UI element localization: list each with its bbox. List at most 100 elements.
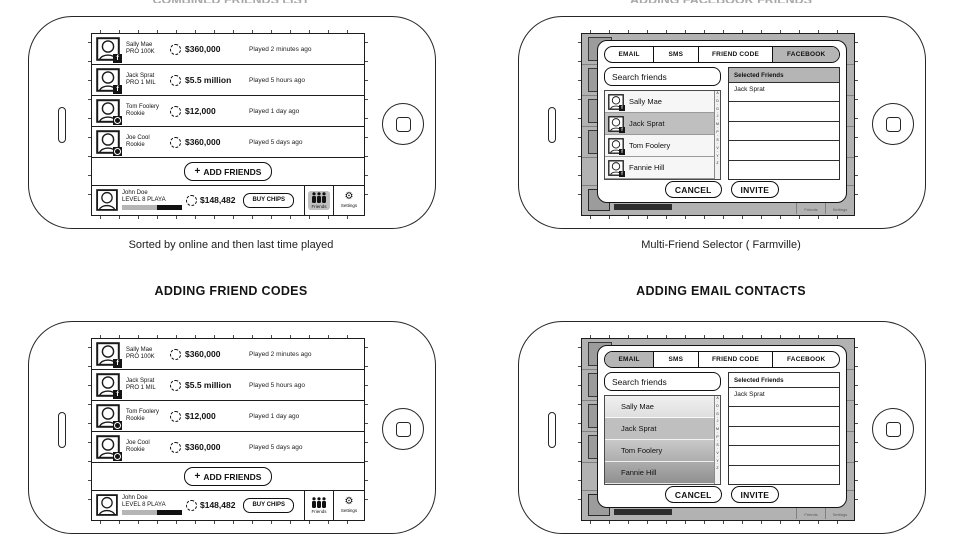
volume-button[interactable]: [58, 107, 66, 143]
facebook-badge-icon: f: [113, 54, 122, 63]
friend-rank: Rookie: [126, 142, 145, 148]
ruler-ticks: [100, 335, 356, 338]
buy-chips-button[interactable]: BUY CHIPS: [243, 497, 295, 513]
friend-name: Sally Mae: [126, 41, 153, 48]
picker-row-selected[interactable]: Jack Sprat: [605, 418, 714, 440]
cancel-button[interactable]: CANCEL: [664, 486, 722, 503]
user-chip-balance: $148,482: [200, 500, 236, 511]
picker-row[interactable]: Fannie Hill: [605, 462, 714, 484]
facebook-badge-icon: f: [619, 104, 625, 111]
buy-chips-button[interactable]: BUY CHIPS: [243, 192, 295, 208]
search-friends-input[interactable]: Search friends: [604, 67, 721, 86]
picker-row[interactable]: Sally Mae: [605, 396, 714, 418]
avatar: [96, 99, 122, 125]
selected-friends-panel: Selected Friends Jack Sprat: [728, 67, 840, 180]
settings-tab[interactable]: ⚙ Settings: [333, 491, 364, 520]
alphabet-index[interactable]: A · D · G · J · M · P · S · V · Y · Z: [714, 91, 720, 179]
avatar: [96, 130, 122, 156]
avatar: f: [608, 137, 625, 155]
home-button[interactable]: [872, 103, 914, 145]
volume-button[interactable]: [548, 412, 556, 448]
chip-icon: [170, 379, 181, 391]
invite-friends-screen: Friends Settings EMAIL SMS FRIEND CODE F…: [578, 30, 858, 219]
volume-button[interactable]: [58, 412, 66, 448]
friend-name: Jack Sprat: [126, 72, 155, 79]
ruler-ticks: [590, 216, 846, 219]
section-title-clipped: COMBINED FRIENDS LIST: [28, 0, 434, 3]
ruler-ticks: [365, 347, 368, 512]
facebook-badge-icon: f: [619, 170, 625, 177]
add-friends-button[interactable]: + ADD FRIENDS: [183, 467, 273, 486]
picker-row[interactable]: f Tom Foolery: [605, 135, 714, 157]
ruler-ticks: [855, 347, 858, 512]
chip-icon: [186, 194, 197, 206]
user-level: LEVEL 8 PLAYA: [122, 197, 166, 204]
picker-row[interactable]: Tom Foolery: [605, 440, 714, 462]
picker-row[interactable]: f Sally Mae: [605, 91, 714, 113]
friends-tab[interactable]: Friends: [304, 186, 333, 215]
home-button[interactable]: [872, 408, 914, 450]
ruler-ticks: [590, 335, 846, 338]
tab-sms[interactable]: SMS: [654, 47, 699, 62]
selected-friend-row[interactable]: Jack Sprat: [729, 83, 839, 103]
alphabet-index[interactable]: A · D · G · J · M · P · S · V · Y · Z: [714, 396, 720, 484]
friend-rank: Rookie: [126, 416, 145, 422]
gear-icon: ⚙: [344, 191, 354, 203]
facebook-badge-icon: f: [113, 390, 122, 399]
ruler-ticks: [365, 42, 368, 207]
home-button[interactable]: [382, 103, 424, 145]
empty-selected-row: [729, 102, 839, 122]
tab-friend-code[interactable]: FRIEND CODE: [699, 47, 774, 62]
friend-name: Joe Cool: [126, 439, 150, 446]
facebook-badge-icon: f: [619, 148, 625, 155]
volume-button[interactable]: [548, 107, 556, 143]
home-button-square: [395, 116, 411, 132]
tab-email[interactable]: EMAIL: [605, 352, 655, 367]
selected-friend-row[interactable]: Jack Sprat: [729, 388, 839, 408]
quadrant-adding-email-contacts: ADDING EMAIL CONTACTS Friends Set: [480, 270, 960, 540]
caption: Multi-Friend Selector ( Farmville): [641, 239, 801, 251]
invite-button[interactable]: INVITE: [730, 486, 780, 503]
avatar: f: [608, 159, 625, 177]
multi-friend-selector-modal: EMAIL SMS FRIEND CODE FACEBOOK Search fr…: [597, 345, 847, 508]
caption: Sorted by online and then last time play…: [128, 239, 334, 251]
xp-progress-bar: [122, 205, 182, 211]
tab-facebook[interactable]: FACEBOOK: [773, 47, 839, 62]
friend-rank: PRO 1 MIL: [126, 385, 156, 391]
tab-facebook[interactable]: FACEBOOK: [787, 356, 826, 363]
tab-sms[interactable]: SMS: [654, 352, 699, 367]
cancel-button[interactable]: CANCEL: [664, 181, 722, 198]
chip-icon: [170, 348, 181, 360]
tab-friend-code[interactable]: FRIEND CODE: [699, 352, 774, 367]
chip-balance: $5.5 million: [185, 380, 232, 390]
search-friends-input[interactable]: Search friends: [604, 372, 721, 391]
last-played: Played 1 day ago: [249, 107, 300, 115]
home-button[interactable]: [382, 408, 424, 450]
picker-row[interactable]: f Fannie Hill: [605, 157, 714, 179]
chip-balance: $12,000: [185, 411, 216, 421]
friend-picker-list: Sally Mae Jack Sprat Tom Foolery Fannie …: [604, 395, 721, 485]
friends-tab[interactable]: Friends: [304, 491, 333, 520]
friend-rank: PRO 100K: [126, 354, 155, 360]
friend-rank: PRO 1 MIL: [126, 80, 156, 86]
invite-button[interactable]: INVITE: [730, 181, 780, 198]
picker-row-selected[interactable]: f Jack Sprat: [605, 113, 714, 135]
friend-picker-list: f Sally Mae f Jack Sprat f: [604, 90, 721, 180]
quadrant-facebook-selector: ADDING FACEBOOK FRIENDS Friends S: [480, 0, 960, 270]
add-friends-row: + ADD FRIENDS: [92, 158, 364, 186]
chip-balance: $360,000: [185, 137, 221, 147]
add-friends-button[interactable]: + ADD FRIENDS: [183, 162, 273, 181]
settings-tab[interactable]: ⚙ Settings: [333, 186, 364, 215]
tab-email[interactable]: EMAIL: [605, 47, 655, 62]
empty-selected-row: [729, 141, 839, 161]
